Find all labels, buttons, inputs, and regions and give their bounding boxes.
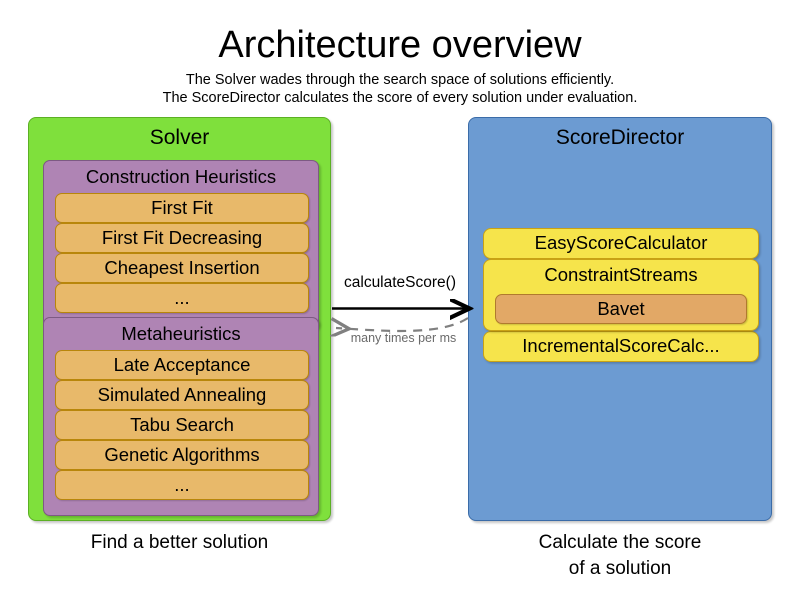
- list-item: Tabu Search: [55, 410, 309, 440]
- metaheuristics-items: Late Acceptance Simulated Annealing Tabu…: [55, 350, 309, 500]
- list-item: First Fit Decreasing: [55, 223, 309, 253]
- scoredirector-caption-line-1: Calculate the score: [538, 532, 702, 553]
- list-item: ...: [55, 283, 309, 313]
- construction-heuristics-title: Construction Heuristics: [85, 166, 277, 187]
- metaheuristics-title: Metaheuristics: [121, 323, 241, 344]
- list-item: Simulated Annealing: [55, 380, 309, 410]
- list-item: Late Acceptance: [55, 350, 309, 380]
- many-times-per-ms-label: many times per ms: [350, 331, 457, 345]
- solver-panel: Solver Construction Heuristics First Fit…: [28, 117, 331, 521]
- list-item: Genetic Algorithms: [55, 440, 309, 470]
- list-item: First Fit: [55, 193, 309, 223]
- list-item: ...: [55, 470, 309, 500]
- subtitle-line-2: The ScoreDirector calculates the score o…: [162, 89, 638, 106]
- metaheuristics-group: Metaheuristics Late Acceptance Simulated…: [43, 317, 319, 516]
- constraint-streams-label: ConstraintStreams: [544, 264, 698, 285]
- subtitle-line-1: The Solver wades through the search spac…: [185, 71, 615, 88]
- solver-panel-title: Solver: [149, 126, 210, 149]
- construction-heuristics-group: Construction Heuristics First Fit First …: [43, 160, 319, 330]
- calculate-score-label: calculateScore(): [344, 274, 456, 291]
- diagram-header: Architecture overview The Solver wades t…: [0, 0, 800, 107]
- scoredirector-caption-line-2: of a solution: [568, 558, 672, 579]
- scoredirector-panel-title: ScoreDirector: [555, 126, 685, 149]
- construction-heuristics-items: First Fit First Fit Decreasing Cheapest …: [55, 193, 309, 313]
- scoredirector-items: EasyScoreCalculator ConstraintStreams Ba…: [483, 228, 759, 362]
- bavet-item: Bavet: [495, 294, 747, 324]
- list-item: EasyScoreCalculator: [483, 228, 759, 259]
- list-item: Cheapest Insertion: [55, 253, 309, 283]
- list-item: IncrementalScoreCalc...: [483, 331, 759, 362]
- page-title: Architecture overview: [218, 24, 582, 66]
- subtitle-block: The Solver wades through the search spac…: [0, 71, 800, 107]
- scoredirector-panel: ScoreDirector EasyScoreCalculator Constr…: [468, 117, 772, 521]
- list-item: ConstraintStreams Bavet: [483, 259, 759, 331]
- scoredirector-caption: Calculate the score of a solution: [468, 530, 772, 582]
- solver-caption: Find a better solution: [90, 532, 269, 553]
